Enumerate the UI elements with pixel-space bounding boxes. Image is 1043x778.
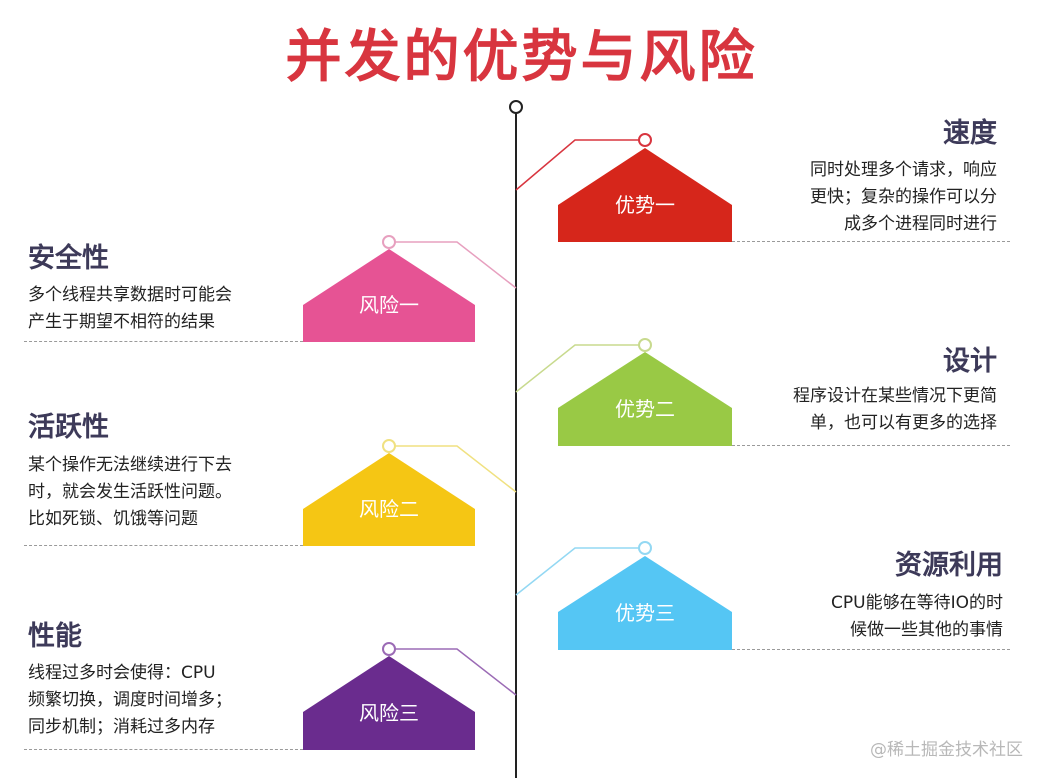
- advantage-2-badge-shape: [558, 352, 732, 446]
- risk-1-badge-shape: [303, 249, 475, 342]
- advantage-3-badge-shape: [558, 556, 732, 650]
- advantage-1-line-1: 同时处理多个请求，响应: [810, 160, 997, 180]
- risk-2-line-2: 时，就会发生活跃性问题。: [28, 482, 232, 502]
- timeline-start-marker: [509, 100, 523, 114]
- risk-2-description: 某个操作无法继续进行下去 时，就会发生活跃性问题。 比如死锁、饥饿等问题: [28, 452, 232, 533]
- advantage-1-description: 同时处理多个请求，响应 更快；复杂的操作可以分 成多个进程同时进行: [810, 157, 997, 238]
- risk-1-line-1: 多个线程共享数据时可能会: [28, 285, 232, 305]
- risk-2-line-1: 某个操作无法继续进行下去: [28, 455, 232, 475]
- risk-2-connector: [395, 445, 517, 493]
- risk-2-divider: [24, 545, 303, 546]
- watermark: @稀土掘金技术社区: [870, 740, 1023, 760]
- advantage-3-badge-label: 优势三: [615, 601, 675, 625]
- advantage-2-description: 程序设计在某些情况下更简 单，也可以有更多的选择: [793, 383, 997, 437]
- advantage-3-connector: [515, 547, 639, 596]
- advantage-3-line-2: 候做一些其他的事情: [850, 620, 1003, 640]
- risk-3-description: 线程过多时会使得：CPU 频繁切换，调度时间增多； 同步机制；消耗过多内存: [28, 660, 232, 741]
- advantage-1-badge-label: 优势一: [615, 193, 675, 217]
- advantage-2-marker: [638, 338, 652, 352]
- advantage-3-marker: [638, 541, 652, 555]
- risk-3-badge-shape: [303, 656, 475, 750]
- risk-3-marker: [382, 642, 396, 656]
- advantage-2-line-1: 程序设计在某些情况下更简: [793, 386, 997, 406]
- risk-1-marker: [382, 235, 396, 249]
- risk-1-description: 多个线程共享数据时可能会 产生于期望不相符的结果: [28, 282, 232, 336]
- risk-1-badge-label: 风险一: [359, 293, 419, 317]
- advantage-3-heading: 资源利用: [895, 550, 1003, 581]
- advantage-3-description: CPU能够在等待IO的时 候做一些其他的事情: [831, 590, 1003, 644]
- risk-3-connector: [395, 648, 517, 696]
- advantage-2-heading: 设计: [943, 346, 997, 377]
- risk-3-heading: 性能: [28, 621, 82, 652]
- risk-3-badge-label: 风险三: [359, 701, 419, 725]
- risk-2-line-3: 比如死锁、饥饿等问题: [28, 509, 198, 529]
- risk-1-line-2: 产生于期望不相符的结果: [28, 312, 215, 332]
- advantage-1-connector: [515, 139, 639, 191]
- advantage-1-divider: [732, 241, 1010, 242]
- advantage-1-marker: [638, 133, 652, 147]
- advantage-1-badge-shape: [558, 148, 732, 242]
- advantage-2-connector: [515, 344, 639, 393]
- risk-2-badge-shape: [303, 453, 475, 546]
- risk-1-connector: [395, 241, 517, 289]
- advantage-1-heading: 速度: [943, 118, 997, 149]
- risk-2-badge-label: 风险二: [359, 497, 419, 521]
- risk-1-divider: [24, 341, 303, 342]
- advantage-2-line-2: 单，也可以有更多的选择: [810, 413, 997, 433]
- risk-2-heading: 活跃性: [28, 412, 109, 443]
- advantage-1-line-3: 成多个进程同时进行: [844, 214, 997, 234]
- risk-3-line-1: 线程过多时会使得：CPU: [28, 663, 216, 683]
- advantage-2-badge-label: 优势二: [615, 397, 675, 421]
- risk-1-heading: 安全性: [28, 243, 109, 274]
- risk-2-marker: [382, 439, 396, 453]
- advantage-3-divider: [732, 649, 1010, 650]
- risk-3-line-3: 同步机制；消耗过多内存: [28, 717, 215, 737]
- page-title: 并发的优势与风险: [285, 25, 758, 90]
- risk-3-line-2: 频繁切换，调度时间增多；: [28, 690, 232, 710]
- advantage-3-line-1: CPU能够在等待IO的时: [831, 593, 1003, 613]
- advantage-1-line-2: 更快；复杂的操作可以分: [810, 187, 997, 207]
- risk-3-divider: [24, 749, 303, 750]
- advantage-2-divider: [732, 445, 1010, 446]
